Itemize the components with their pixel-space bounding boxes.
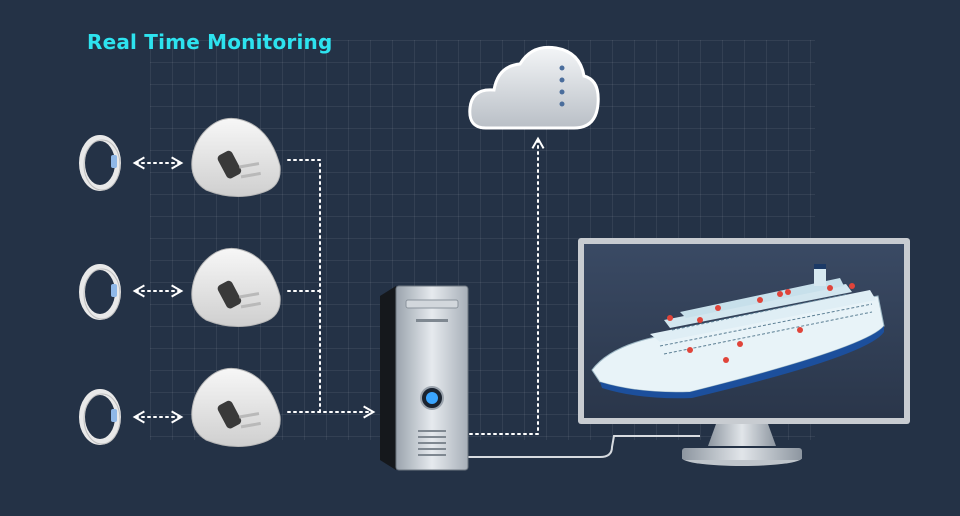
wristband-icon <box>79 135 121 191</box>
wristband-icon <box>79 389 121 445</box>
connectors <box>132 136 545 435</box>
connector-gateway-1-server <box>287 159 321 413</box>
server-tower-icon <box>380 285 469 471</box>
diagram-title: Real Time Monitoring <box>87 30 333 54</box>
cloud-icon <box>468 45 600 130</box>
cable-server-monitor <box>468 435 700 458</box>
cruise-ship-icon <box>591 264 885 399</box>
person-marker-group <box>667 283 855 363</box>
wristband-icon <box>79 264 121 320</box>
monitor-icon <box>578 238 910 466</box>
connector-server-cloud <box>469 136 545 435</box>
plug-gateway-icon <box>191 247 281 327</box>
plug-gateway-icon <box>191 367 281 447</box>
plug-gateway-icon <box>191 117 281 197</box>
